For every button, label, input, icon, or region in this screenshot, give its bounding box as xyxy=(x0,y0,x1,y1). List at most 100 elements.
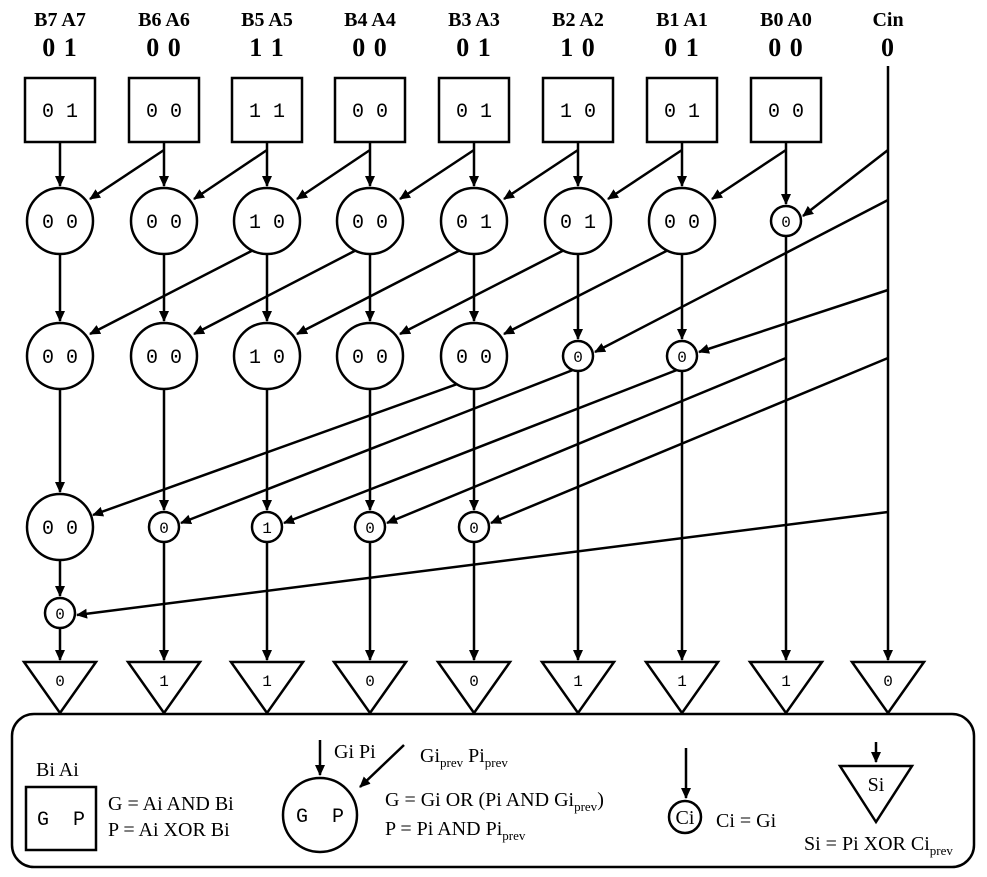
carry-node xyxy=(147,510,181,544)
diagonal-arrow xyxy=(386,356,787,525)
gp-input-box xyxy=(230,76,304,144)
column-header: B5 A5 xyxy=(241,9,293,31)
prefix-node xyxy=(543,186,613,256)
column-bit-values: 1 1 xyxy=(249,33,285,62)
sum-output-label: 1 xyxy=(573,673,583,691)
prefix-node-label: 1 0 xyxy=(249,212,285,235)
carry-node-label: 0 xyxy=(469,520,479,538)
sum-output-label: 1 xyxy=(262,673,272,691)
gp-input-box xyxy=(541,76,615,144)
legend-si-eq: Si = Pi XOR Ciprev xyxy=(804,833,953,858)
prefix-node xyxy=(129,186,199,256)
carry-node-label: 1 xyxy=(262,520,272,538)
prefix-node xyxy=(647,186,717,256)
column-bit-values: 0 0 xyxy=(352,33,388,62)
sum-output-label: 1 xyxy=(677,673,687,691)
column-bit-values: 0 0 xyxy=(146,33,182,62)
sum-output-triangle xyxy=(643,660,721,716)
gp-input-box-label: 0 0 xyxy=(768,101,804,124)
legend-box-header: Bi Ai xyxy=(36,759,79,781)
column-header: B2 A2 xyxy=(552,9,604,31)
prefix-node-label: 0 0 xyxy=(42,212,78,235)
gp-input-box-label: 0 1 xyxy=(664,101,700,124)
diagonal-arrow xyxy=(399,148,475,201)
sum-output-label: 0 xyxy=(365,673,375,691)
column-header: B0 A0 xyxy=(760,9,812,31)
connection-lines xyxy=(55,66,893,661)
legend-ci-circle xyxy=(667,799,703,835)
sum-output-label: 1 xyxy=(159,673,169,691)
prefix-node xyxy=(335,186,405,256)
sum-output-label: 0 xyxy=(55,673,65,691)
carry-node xyxy=(43,596,77,630)
legend-box-content: G P xyxy=(37,809,85,832)
diagonal-arrow xyxy=(503,241,683,336)
sum-output-triangle xyxy=(849,660,927,716)
diagonal-arrow xyxy=(490,356,889,525)
column-header: Cin xyxy=(872,9,903,31)
legend-circle-p-eq: P = Pi AND Piprev xyxy=(385,818,526,843)
legend-box-p-eq: P = Ai XOR Bi xyxy=(108,819,230,841)
carry-node xyxy=(457,510,491,544)
legend-arrow-prev xyxy=(359,744,405,788)
gp-input-box xyxy=(749,76,823,144)
column-bit-values: 0 1 xyxy=(664,33,700,62)
carry-node xyxy=(665,339,699,373)
carry-node-label: 0 xyxy=(365,520,375,538)
diagonal-arrow xyxy=(711,148,787,201)
prefix-node-label: 0 1 xyxy=(456,212,492,235)
carry-node xyxy=(353,510,387,544)
carry-node xyxy=(769,204,803,238)
prefix-node-label: 0 0 xyxy=(664,212,700,235)
sum-output-triangle xyxy=(228,660,306,716)
sum-output-triangle xyxy=(435,660,513,716)
prefix-node-label: 0 0 xyxy=(42,347,78,370)
diagonal-arrow xyxy=(296,241,475,336)
prefix-node xyxy=(439,186,509,256)
legend-si-triangle xyxy=(837,764,915,825)
sum-output-label: 1 xyxy=(781,673,791,691)
carry-node-label: 0 xyxy=(159,520,169,538)
prefix-node-label: 0 0 xyxy=(146,212,182,235)
prefix-node-label: 0 0 xyxy=(42,518,78,541)
column-header: B4 A4 xyxy=(344,9,396,31)
gp-input-box xyxy=(645,76,719,144)
legend-circle-content: G P xyxy=(296,806,344,829)
legend: Bi Ai G P G = Ai AND Bi P = Ai XOR Bi Gi… xyxy=(10,712,976,869)
diagonal-arrow xyxy=(193,148,268,201)
diagonal-arrow xyxy=(594,198,889,354)
prefix-node xyxy=(25,492,95,562)
sum-output-triangle xyxy=(125,660,203,716)
prefix-node-label: 0 0 xyxy=(146,347,182,370)
prefix-node xyxy=(25,321,95,391)
gp-input-box xyxy=(333,76,407,144)
gp-input-box-label: 1 1 xyxy=(249,101,285,124)
column-header: B3 A3 xyxy=(448,9,500,31)
diagonal-arrow xyxy=(503,148,579,201)
prefix-node-label: 1 0 xyxy=(249,347,285,370)
diagonal-arrow xyxy=(76,510,889,619)
diagonal-arrow xyxy=(89,148,165,201)
diagonal-arrow xyxy=(180,366,579,525)
column-bit-values: 1 0 xyxy=(560,33,596,62)
diagram-nodes: B7 A70 1B6 A60 0B5 A51 1B4 A40 0B3 A30 1… xyxy=(21,9,927,716)
prefix-node-label: 0 1 xyxy=(560,212,596,235)
gp-input-box xyxy=(23,76,97,144)
diagonal-arrow xyxy=(92,376,475,517)
prefix-node xyxy=(335,321,405,391)
column-header: B6 A6 xyxy=(138,9,190,31)
legend-circle-in2: Giprev Piprev xyxy=(420,745,508,770)
diagonal-arrow xyxy=(89,241,268,336)
legend-box xyxy=(24,785,98,852)
prefix-node xyxy=(25,186,95,256)
column-bit-values: 0 0 xyxy=(768,33,804,62)
prefix-node-label: 0 0 xyxy=(352,347,388,370)
column-header: B7 A7 xyxy=(34,9,86,31)
legend-frame xyxy=(10,712,976,869)
carry-node xyxy=(561,339,595,373)
sum-output-label: 0 xyxy=(469,673,479,691)
column-bit-values: 0 1 xyxy=(42,33,78,62)
legend-si-label: Si xyxy=(868,774,885,796)
carry-node-label: 0 xyxy=(677,349,687,367)
